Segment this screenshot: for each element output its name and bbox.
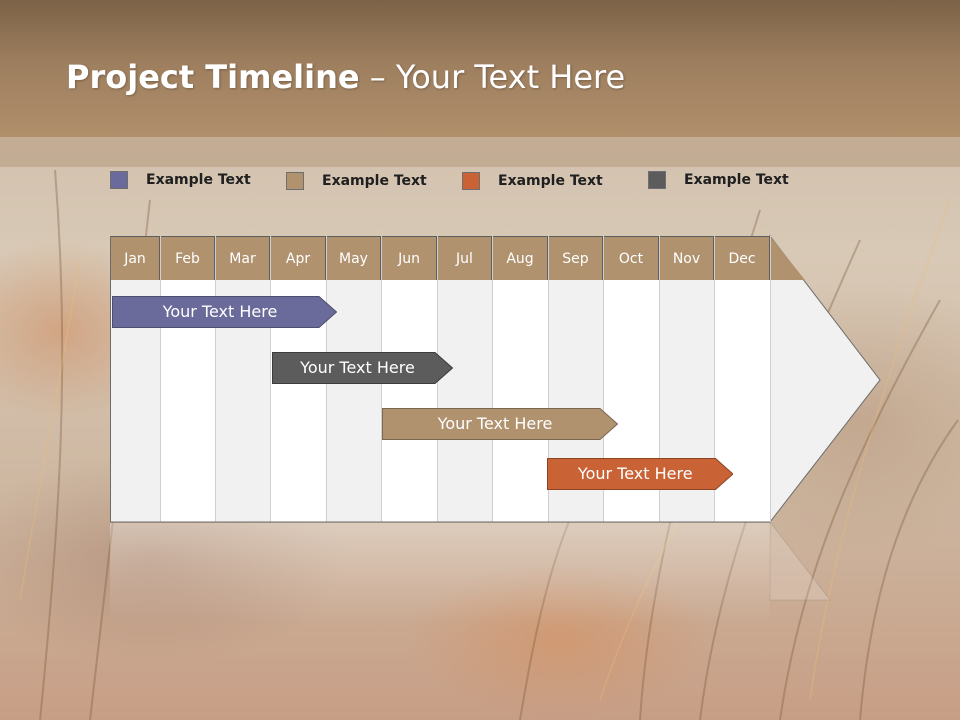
task-bar-shape (381, 408, 618, 440)
legend-label: Example Text (684, 172, 789, 188)
month-label: Jul (438, 236, 492, 280)
task-bar-3[interactable]: Your Text Here (381, 408, 618, 440)
title-bold: Project Timeline (66, 58, 360, 96)
legend-swatch-orange (462, 172, 480, 190)
legend-swatch-purple (110, 171, 128, 189)
task-bar-2[interactable]: Your Text Here (271, 352, 453, 384)
legend-label: Example Text (146, 172, 251, 188)
task-bar-1[interactable]: Your Text Here (112, 296, 337, 328)
month-label: Oct (604, 236, 659, 280)
title-bar (0, 0, 960, 137)
title-rest: – Your Text Here (359, 58, 626, 96)
month-label: May (327, 236, 381, 280)
month-column: Jan (111, 236, 161, 522)
legend-swatch-gray (648, 171, 666, 189)
task-bar-label: Your Text Here (300, 358, 415, 377)
month-label: Jun (382, 236, 437, 280)
slide-title: Project Timeline – Your Text Here (66, 58, 625, 96)
legend-label: Example Text (322, 173, 427, 189)
month-label: Apr (271, 236, 326, 280)
month-label: Feb (161, 236, 215, 280)
task-bar-label: Your Text Here (577, 464, 693, 483)
task-bar-shape (546, 458, 733, 490)
legend-swatch-tan (286, 172, 304, 190)
header-band (0, 137, 960, 167)
month-label: Nov (660, 236, 714, 280)
month-label: Sep (549, 236, 603, 280)
task-bar-label: Your Text Here (162, 302, 278, 321)
timeline-grid: Jan Feb Mar Apr May Jun Jul Aug Sep Oct … (110, 236, 771, 522)
month-label: Mar (216, 236, 270, 280)
legend-label: Example Text (498, 173, 603, 189)
month-label: Aug (493, 236, 548, 280)
timeline-reflection (110, 523, 770, 623)
month-column: Aug (493, 236, 549, 522)
month-column: Mar (216, 236, 271, 522)
task-bar-label: Your Text Here (437, 414, 553, 433)
task-bar-shape (112, 296, 337, 328)
task-bar-shape (271, 352, 453, 384)
month-label: Jan (111, 236, 160, 280)
month-column: Feb (161, 236, 216, 522)
task-bar-4[interactable]: Your Text Here (546, 458, 733, 490)
month-label: Dec (715, 236, 770, 280)
month-column: Jul (438, 236, 493, 522)
